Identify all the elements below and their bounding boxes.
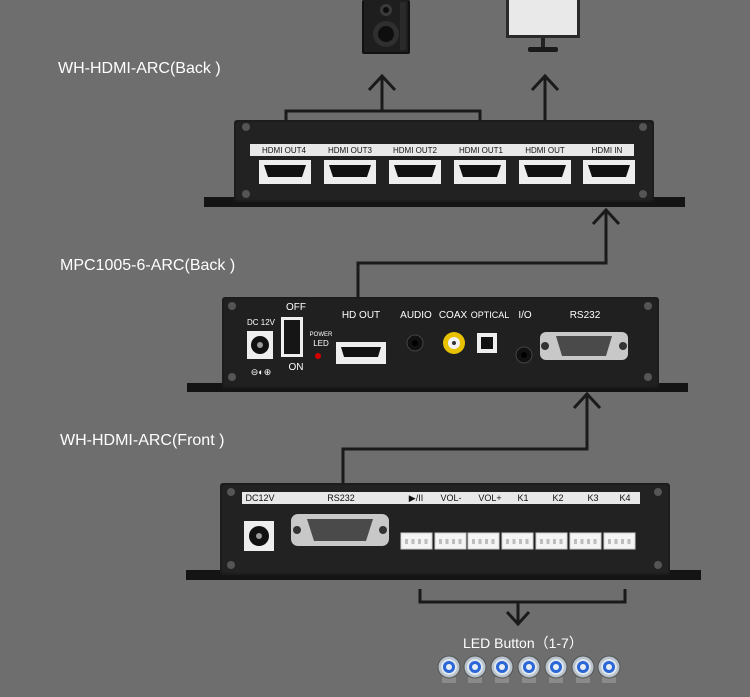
front-play-pause-label: ▶/II: [409, 493, 423, 503]
front-vol-up-label: VOL+: [478, 493, 501, 503]
front-to-mpc-connector: [341, 391, 602, 484]
terminal-pin: [445, 539, 449, 544]
front-k4-label: K4: [619, 493, 630, 503]
terminal-pin: [458, 539, 462, 544]
terminal-pin: [614, 539, 618, 544]
terminal-pin: [525, 539, 529, 544]
mpc-back-title: MPC1005-6-ARC(Back ): [60, 257, 236, 274]
mpc-port-labels: OFF DC 12V POWER LED ON ⊖◐⊕ HD OUT AUDIO…: [247, 302, 601, 377]
led-connector: [418, 589, 627, 627]
mpc-optical-label: OPTICAL: [471, 310, 510, 320]
output-connectors: [284, 73, 560, 124]
terminal-block-4: [501, 532, 534, 550]
wh-back-title: WH-HDMI-ARC(Back ): [58, 60, 221, 77]
front-dc12v-label: DC12V: [245, 493, 274, 503]
mpc-io-label: I/O: [518, 310, 532, 321]
terminal-pin: [627, 539, 631, 544]
terminal-pin: [608, 539, 611, 544]
terminal-pin: [540, 539, 543, 544]
front-vol-down-label: VOL-: [440, 493, 461, 503]
speaker-icon: [362, 0, 410, 54]
terminal-pin: [418, 539, 421, 544]
terminal-pin: [491, 539, 495, 544]
terminal-pin: [593, 539, 597, 544]
terminal-pin: [405, 539, 408, 544]
terminal-pin: [512, 539, 516, 544]
terminal-block-5: [535, 532, 568, 550]
terminal-pin: [411, 539, 415, 544]
tv-icon: [506, 0, 580, 52]
port-label-hdmi-out2: HDMI OUT2: [393, 146, 438, 155]
wh-back-hdmi-ports: [259, 160, 635, 184]
led-button-6: [571, 655, 595, 683]
hdmi-port-out1: [454, 160, 506, 184]
port-label-hdmi-in: HDMI IN: [592, 146, 623, 155]
terminal-pin: [574, 539, 577, 544]
mpc-off-label: OFF: [286, 302, 306, 313]
led-button-5: [544, 655, 568, 683]
terminal-block-1: [400, 532, 433, 550]
hdmi-port-out4: [259, 160, 311, 184]
mpc-power-led-label-bottom: LED: [313, 339, 329, 348]
hdmi-port-out2: [389, 160, 441, 184]
mpc-dc-polarity-icon: ⊖◐⊕: [251, 367, 272, 377]
led-button-2: [463, 655, 487, 683]
led-button-4: [517, 655, 541, 683]
front-k3-label: K3: [587, 493, 598, 503]
terminal-pin: [553, 539, 556, 544]
wh-back-port-labels: HDMI OUT4 HDMI OUT3 HDMI OUT2 HDMI OUT1 …: [262, 146, 623, 155]
front-rs232-label: RS232: [327, 493, 355, 503]
mpc-back-device: [187, 297, 688, 392]
mpc-on-label: ON: [289, 362, 304, 373]
terminal-pin: [424, 539, 428, 544]
mpc-coax-label: COAX: [439, 310, 468, 321]
front-port-labels: DC12V RS232 ▶/II VOL- VOL+ K1 K2 K3 K4: [245, 493, 630, 503]
terminal-pin: [478, 539, 482, 544]
led-button-1: [437, 655, 461, 683]
front-k1-label: K1: [517, 493, 528, 503]
wh-front-device: [186, 483, 701, 580]
terminal-pin: [587, 539, 590, 544]
terminal-block-3: [467, 532, 500, 550]
led-button-row: [437, 655, 621, 683]
mpc-hdout-label: HD OUT: [342, 310, 380, 321]
terminal-block-2: [434, 532, 467, 550]
terminal-block-7: [603, 532, 636, 550]
hdmi-port-out: [519, 160, 571, 184]
port-label-hdmi-out4: HDMI OUT4: [262, 146, 307, 155]
mpc-rs232-label: RS232: [570, 310, 601, 321]
port-label-hdmi-out3: HDMI OUT3: [328, 146, 373, 155]
terminal-pin: [559, 539, 563, 544]
front-k2-label: K2: [552, 493, 563, 503]
terminal-block-6: [569, 532, 602, 550]
mpc-audio-label: AUDIO: [400, 310, 432, 321]
terminal-pin: [439, 539, 442, 544]
wh-front-title: WH-HDMI-ARC(Front ): [60, 432, 225, 449]
terminal-pin: [580, 539, 584, 544]
led-button-label: LED Button（1-7）: [463, 635, 583, 651]
led-button-3: [490, 655, 514, 683]
hdmi-port-out3: [324, 160, 376, 184]
terminal-pin: [506, 539, 509, 544]
terminal-pin: [485, 539, 488, 544]
mpc-to-wh-connector: [356, 207, 621, 298]
terminal-pin: [621, 539, 624, 544]
port-label-hdmi-out: HDMI OUT: [525, 146, 565, 155]
terminal-pin: [472, 539, 475, 544]
terminal-pin: [546, 539, 550, 544]
terminal-pin: [452, 539, 455, 544]
mpc-dc-label: DC 12V: [247, 318, 276, 327]
led-button-7: [597, 655, 621, 683]
hdmi-port-in: [583, 160, 635, 184]
port-label-hdmi-out1: HDMI OUT1: [459, 146, 504, 155]
mpc-power-led-label-top: POWER: [310, 332, 333, 338]
terminal-pin: [519, 539, 522, 544]
